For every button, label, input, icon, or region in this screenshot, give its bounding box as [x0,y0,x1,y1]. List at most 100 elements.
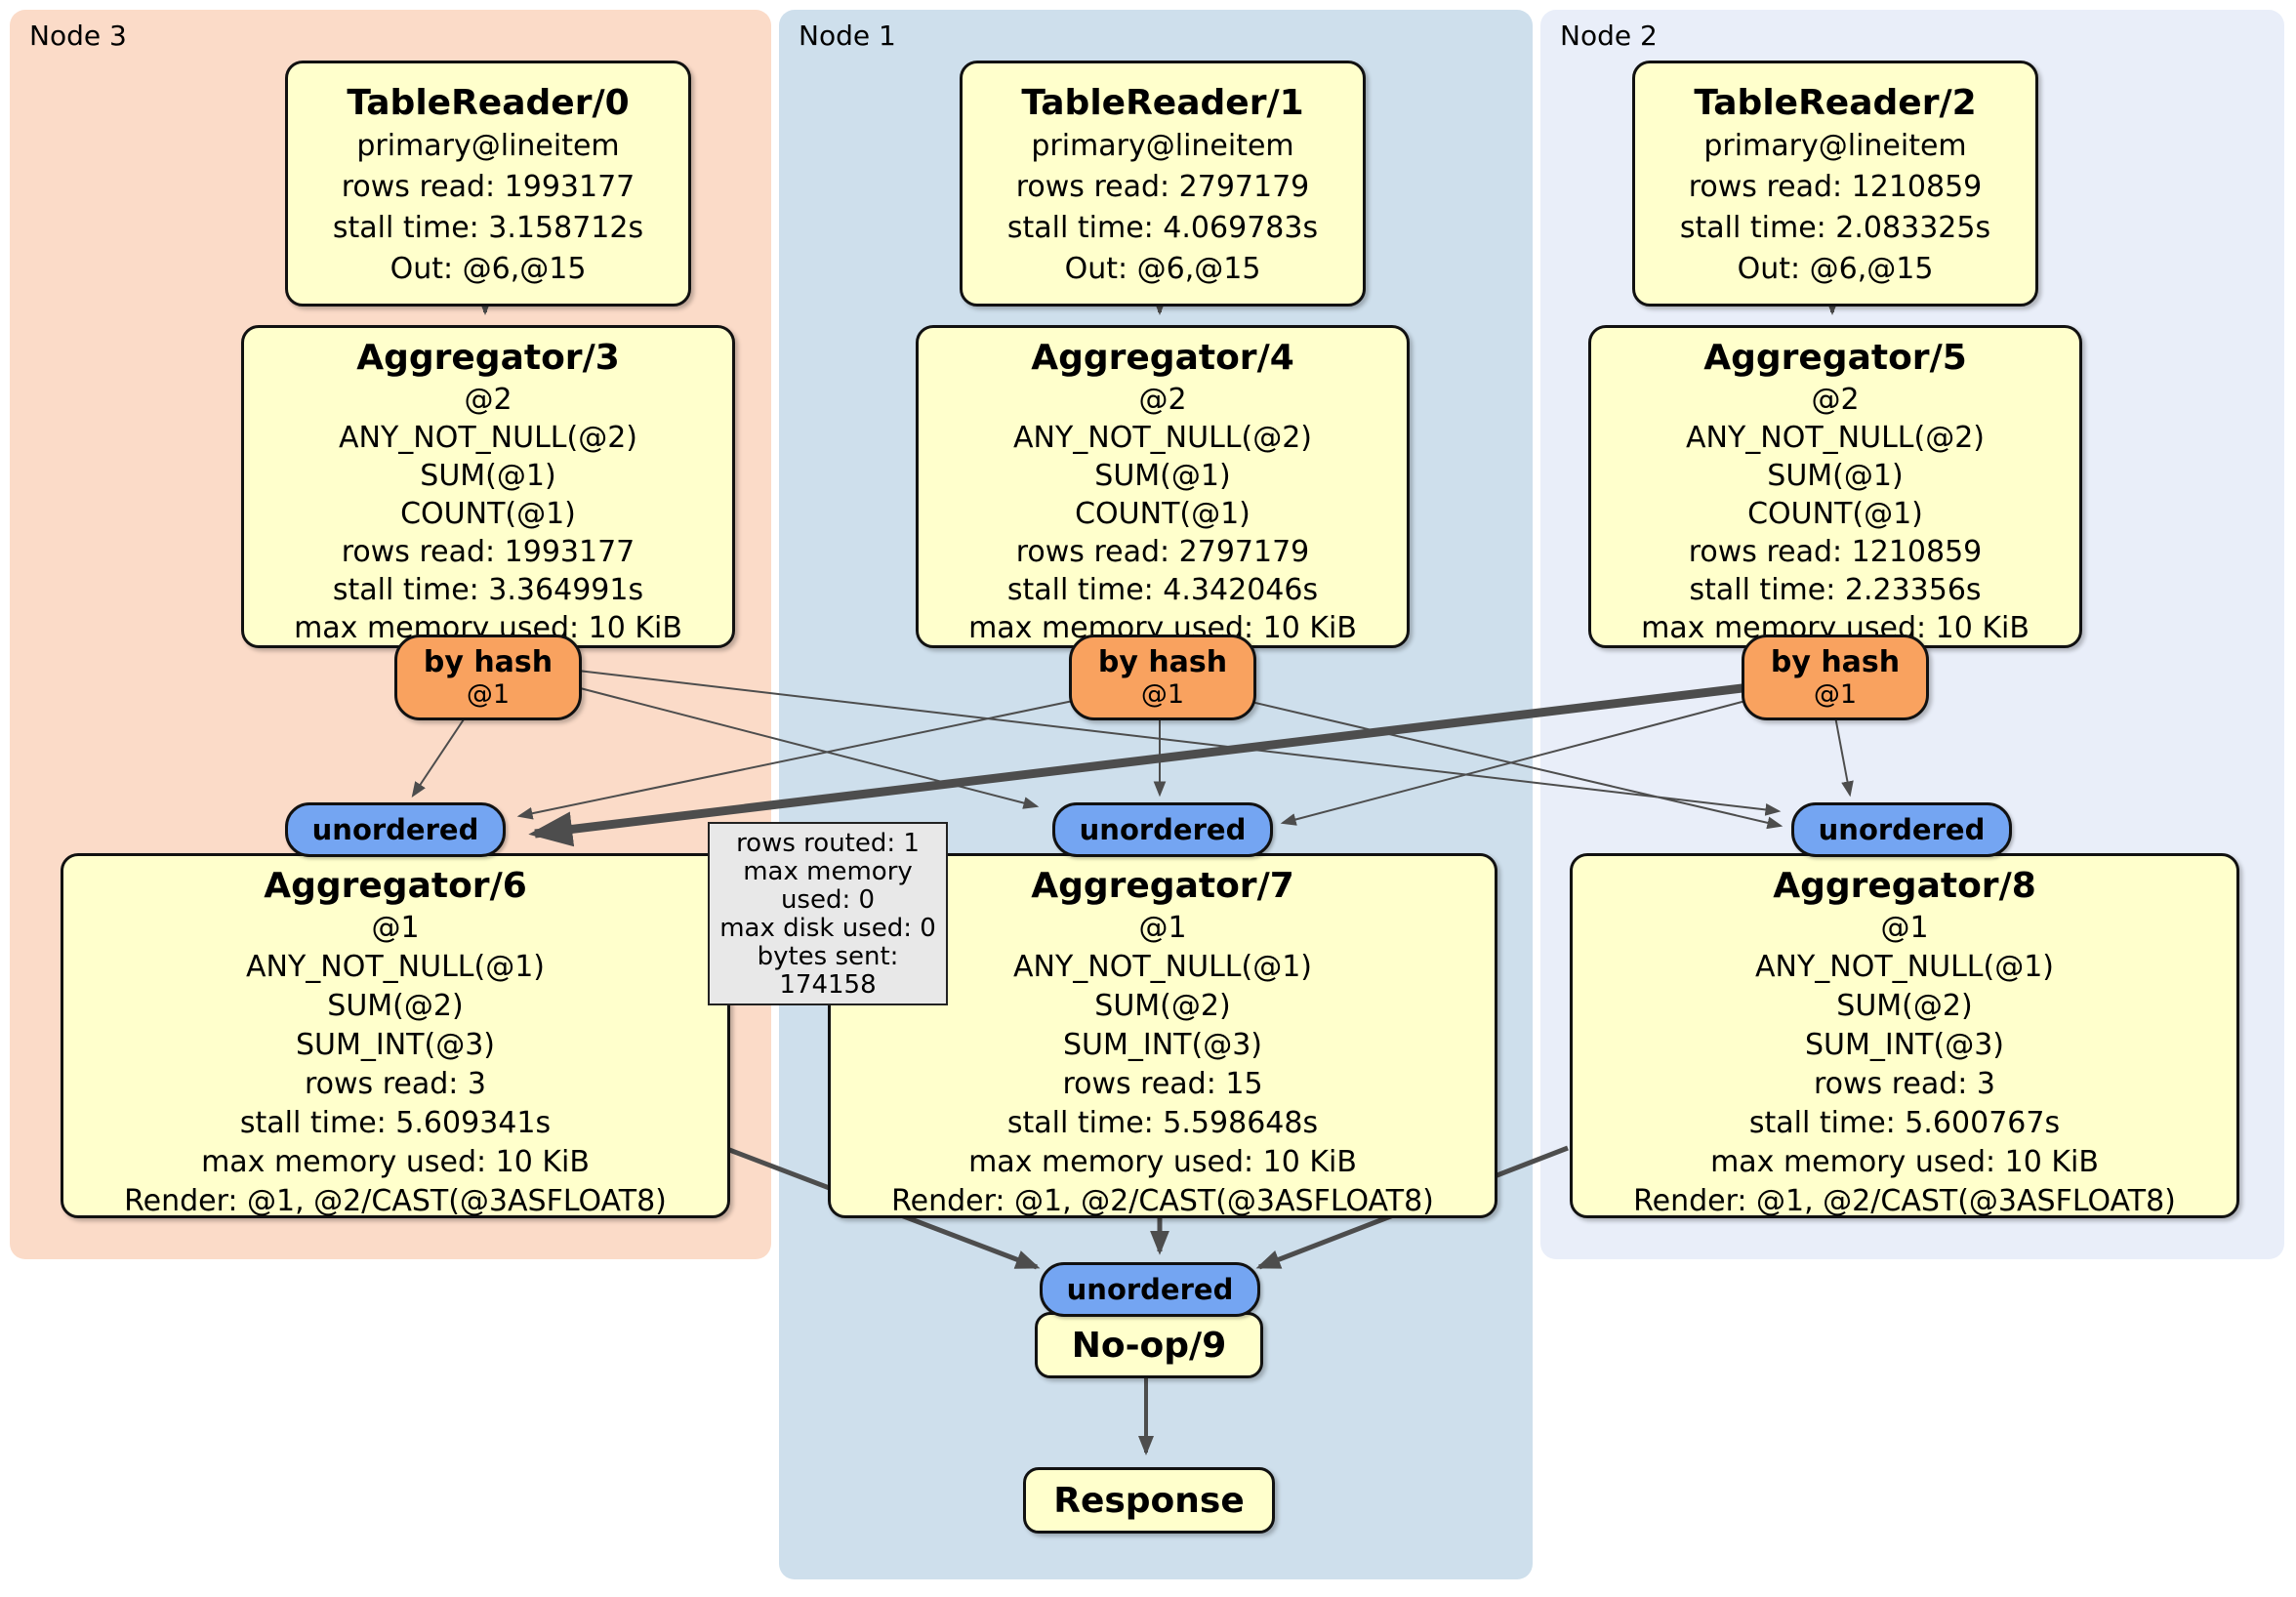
tooltip-rows-routed: rows routed: 1 [736,829,920,858]
node-aggregator7-line: rows read: 15 [1062,1067,1263,1101]
router-byhash-node3-key: @1 [466,679,511,710]
node-aggregator8-line: SUM(@2) [1836,989,1973,1023]
stream-unordered-node1: unordered [1052,802,1273,857]
node-aggregator3-line: rows read: 1993177 [341,535,636,569]
node-aggregator5-line: SUM(@1) [1767,459,1904,493]
node-aggregator7-line: stall time: 5.598648s [1006,1106,1319,1140]
node-tablereader0-line: Out: @6,@15 [390,252,587,286]
node-aggregator7-line: @1 [1138,911,1187,945]
node-aggregator4-line: stall time: 4.342046s [1006,573,1319,607]
node-aggregator3-line: @2 [464,383,512,417]
stream-unordered-node1-label: unordered [1079,813,1247,846]
tooltip-bytes-sent: bytes sent: 174158 [757,942,899,1000]
node-aggregator5-line: COUNT(@1) [1747,497,1923,531]
node-tablereader1-line: Out: @6,@15 [1064,252,1261,286]
node-aggregator6-line: @1 [371,911,420,945]
node-aggregator3-line: ANY_NOT_NULL(@2) [339,421,637,455]
node-tablereader2-line: primary@lineitem [1703,129,1967,163]
node-tablereader1-line: rows read: 2797179 [1015,170,1310,204]
region-node2-label: Node 2 [1560,20,1658,52]
edge-stats-tooltip: rows routed: 1 max memory used: 0 max di… [708,822,948,1005]
node-tablereader2-title: TableReader/2 [1694,83,1977,123]
node-tablereader1: TableReader/1 primary@lineitem rows read… [960,61,1366,307]
node-aggregator4-line: @2 [1138,383,1187,417]
region-node1-label: Node 1 [799,20,896,52]
node-aggregator6-line: SUM_INT(@3) [296,1028,495,1062]
node-tablereader0-line: rows read: 1993177 [341,170,636,204]
node-aggregator3-title: Aggregator/3 [356,338,620,378]
node-noop9: No-op/9 [1035,1312,1263,1378]
node-aggregator6-line: stall time: 5.609341s [239,1106,552,1140]
stream-unordered-node2: unordered [1791,802,2012,857]
node-tablereader0-line: stall time: 3.158712s [332,211,644,245]
edge-byhash-node3-to-unordered-node3 [411,716,467,798]
node-aggregator6-line: Render: @1, @2/CAST(@3ASFLOAT8) [124,1184,667,1218]
node-aggregator8-line: ANY_NOT_NULL(@1) [1755,950,2054,984]
router-byhash-node3: by hash @1 [394,635,582,720]
node-aggregator7-line: ANY_NOT_NULL(@1) [1013,950,1312,984]
stream-unordered-node3-label: unordered [311,813,479,846]
node-tablereader1-line: stall time: 4.069783s [1006,211,1319,245]
node-aggregator8: Aggregator/8 @1 ANY_NOT_NULL(@1) SUM(@2)… [1570,853,2239,1218]
node-tablereader0-title: TableReader/0 [347,83,630,123]
node-aggregator8-line: @1 [1880,911,1929,945]
node-aggregator6-line: ANY_NOT_NULL(@1) [246,950,545,984]
node-aggregator7-title: Aggregator/7 [1031,866,1294,906]
node-aggregator8-line: rows read: 3 [1813,1067,1996,1101]
node-aggregator6: Aggregator/6 @1 ANY_NOT_NULL(@1) SUM(@2)… [61,853,730,1218]
stream-unordered-final-label: unordered [1066,1273,1234,1306]
router-byhash-node2-key: @1 [1813,679,1858,710]
node-aggregator4-line: COUNT(@1) [1075,497,1250,531]
node-aggregator5-line: rows read: 1210859 [1688,535,1983,569]
region-node3-label: Node 3 [29,20,127,52]
edge-byhash-node3-to-unordered-node2 [577,670,1782,816]
node-aggregator6-line: max memory used: 10 KiB [201,1145,590,1179]
node-aggregator4-line: rows read: 2797179 [1015,535,1310,569]
node-aggregator5-line: ANY_NOT_NULL(@2) [1686,421,1985,455]
node-tablereader2: TableReader/2 primary@lineitem rows read… [1632,61,2038,307]
node-aggregator7-line: max memory used: 10 KiB [968,1145,1357,1179]
node-aggregator4: Aggregator/4 @2 ANY_NOT_NULL(@2) SUM(@1)… [916,325,1410,648]
router-byhash-node1: by hash @1 [1069,635,1256,720]
node-aggregator4-title: Aggregator/4 [1031,338,1294,378]
node-tablereader1-line: primary@lineitem [1031,129,1294,163]
tooltip-max-disk: max disk used: 0 [719,914,936,943]
node-aggregator3-line: stall time: 3.364991s [332,573,644,607]
node-aggregator3-line: COUNT(@1) [400,497,576,531]
stream-unordered-node3: unordered [285,802,506,857]
node-aggregator7-line: SUM(@2) [1094,989,1231,1023]
node-aggregator7-line: SUM_INT(@3) [1063,1028,1262,1062]
node-aggregator8-line: stall time: 5.600767s [1748,1106,2061,1140]
node-tablereader2-line: Out: @6,@15 [1737,252,1934,286]
router-byhash-node1-label: by hash [1097,645,1228,679]
node-aggregator5-line: stall time: 2.23356s [1689,573,1982,607]
edge-byhash-node3-to-unordered-node1 [560,682,1040,809]
node-aggregator5-line: @2 [1811,383,1860,417]
node-aggregator8-line: SUM_INT(@3) [1805,1028,2004,1062]
node-aggregator5: Aggregator/5 @2 ANY_NOT_NULL(@2) SUM(@1)… [1588,325,2082,648]
node-aggregator4-line: SUM(@1) [1094,459,1231,493]
node-tablereader0-line: primary@lineitem [356,129,620,163]
edge-byhash-node2-to-unordered-node1 [1280,694,1769,826]
node-aggregator8-line: max memory used: 10 KiB [1710,1145,2099,1179]
edge-byhash-node1-to-unordered-node2 [1221,694,1784,830]
node-response: Response [1023,1467,1275,1534]
node-aggregator5-title: Aggregator/5 [1703,338,1967,378]
stream-unordered-node2-label: unordered [1818,813,1986,846]
node-tablereader1-title: TableReader/1 [1021,83,1304,123]
node-tablereader2-line: rows read: 1210859 [1688,170,1983,204]
router-byhash-node3-label: by hash [423,645,554,679]
node-noop9-title: No-op/9 [1071,1325,1227,1366]
node-aggregator8-title: Aggregator/8 [1773,866,2036,906]
node-aggregator7-line: Render: @1, @2/CAST(@3ASFLOAT8) [891,1184,1434,1218]
router-byhash-node1-key: @1 [1140,679,1185,710]
node-aggregator3-line: SUM(@1) [420,459,556,493]
node-tablereader2-line: stall time: 2.083325s [1679,211,1991,245]
node-aggregator3: Aggregator/3 @2 ANY_NOT_NULL(@2) SUM(@1)… [241,325,735,648]
node-aggregator6-line: rows read: 3 [304,1067,487,1101]
edge-byhash-node2-to-unordered-node3-highlighted[interactable] [528,682,1751,847]
node-tablereader0: TableReader/0 primary@lineitem rows read… [285,61,691,307]
router-byhash-node2-label: by hash [1770,645,1901,679]
edge-byhash-node2-to-unordered-node2 [1834,716,1854,798]
